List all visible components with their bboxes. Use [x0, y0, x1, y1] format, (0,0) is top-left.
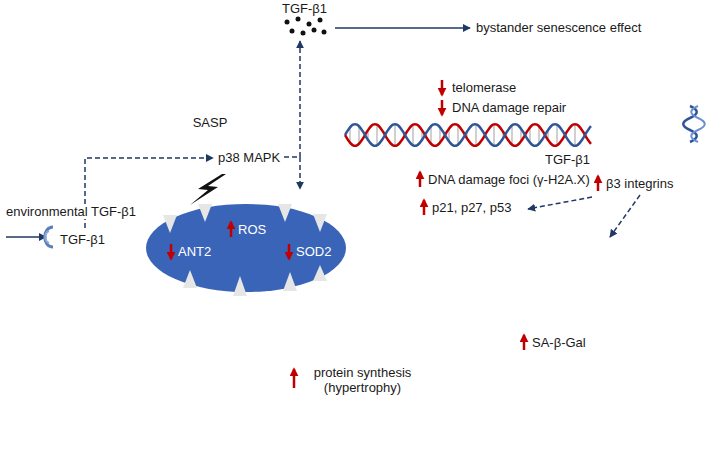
dna-helix: [345, 124, 591, 146]
integrin-symbol: [683, 106, 697, 142]
signal-path: [85, 41, 640, 237]
tgf-dots: [285, 17, 327, 36]
damage-bolt: [190, 174, 226, 205]
node-text: SASP: [193, 115, 228, 130]
receptor-symbol: [45, 231, 49, 243]
lysosome-outline: [470, 225, 645, 440]
receptor-symbol: [45, 227, 53, 247]
node-text: SOD2: [296, 244, 331, 259]
environment-arrow: [6, 236, 46, 238]
node-text: ROS: [238, 222, 266, 237]
node-text: DNA damage foci (γ-H2A.X): [428, 172, 590, 187]
free-label: bystander senescence effect: [476, 20, 641, 35]
node-text: telomerase: [452, 80, 516, 95]
node-text: protein synthesis (hypertrophy): [300, 365, 425, 395]
integrin-symbol: [691, 106, 705, 142]
cell-body: p38 MAPKTGF-β1β3 integrinsTGF-β1protein …: [36, 40, 700, 454]
node-text: TGF-β1: [60, 232, 105, 247]
mitochondrion: ANT2 ROS SOD2: [128, 190, 364, 306]
node-text: p21, p27, p53: [432, 200, 512, 215]
free-label: environmental TGF-β1: [4, 204, 138, 219]
node-text: TGF-β1: [545, 152, 590, 167]
node-text: SA-β-Gal: [532, 335, 586, 350]
sasp-ellipse: SASP: [167, 105, 253, 139]
change-arrow: [171, 80, 598, 388]
bystander-arrow: [335, 27, 470, 29]
node-text: p38 MAPK: [218, 150, 280, 165]
lysosome: SA-β-Gal: [470, 225, 645, 440]
node-text: ANT2: [178, 244, 211, 259]
free-label: TGF-β1: [282, 1, 327, 16]
node-text: DNA damage repair: [452, 100, 566, 115]
mitochondrion-cristae: [146, 204, 346, 296]
node-text: β3 integrins: [606, 176, 673, 191]
